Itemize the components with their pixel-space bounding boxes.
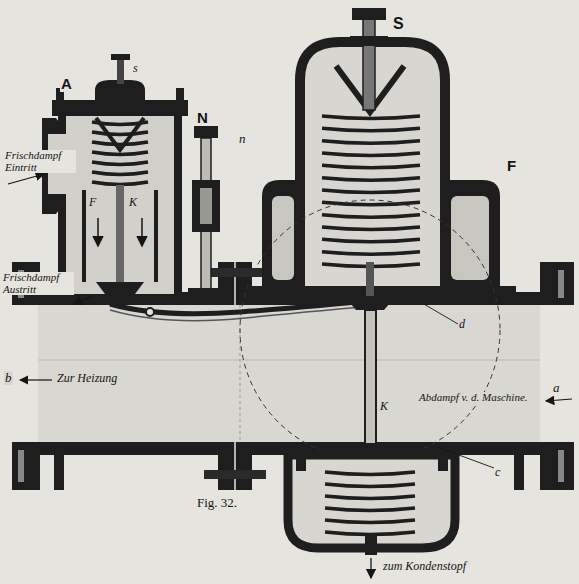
exhaust-valve-upper (246, 8, 516, 310)
callout-letter: n (238, 132, 247, 146)
callout-letter: A (60, 76, 73, 92)
spring-coil (322, 128, 420, 131)
spring-coil (322, 116, 420, 119)
flow-arrow (20, 379, 52, 380)
callout-letter: c (494, 466, 501, 479)
spring-coil (325, 472, 415, 475)
figure-caption: Fig. 32. (196, 496, 238, 510)
spring-coil (92, 182, 148, 185)
flow-arrow (8, 174, 44, 184)
spring-coil (322, 252, 420, 255)
valve-rod (365, 310, 376, 444)
spring-coil (325, 496, 415, 499)
spring-coil (322, 165, 420, 168)
spring-coil (322, 227, 420, 230)
spring-coil (325, 484, 415, 487)
part-label: Frischdampf Eintritt (4, 150, 76, 173)
callout-letter: F (88, 196, 97, 209)
spring-coil (322, 239, 420, 242)
spring-coil (322, 190, 420, 193)
leader-line (422, 303, 458, 324)
adjusting-rod (188, 126, 224, 298)
spring-coil (322, 215, 420, 218)
exhaust-valve-lower (288, 444, 455, 578)
callout-letter: d (458, 318, 466, 331)
flow-arrow (546, 399, 572, 401)
spring-coil (92, 132, 148, 135)
callout-letter: K (379, 400, 389, 413)
callout-letter: b (4, 371, 13, 385)
spring-coil (322, 178, 420, 181)
leader-line (440, 448, 494, 468)
callout-letter: S (392, 16, 405, 33)
callout-letter: F (506, 158, 517, 174)
spring-coil (92, 142, 148, 145)
spring-coil (92, 162, 148, 165)
part-label: Zur Heizung (56, 372, 118, 385)
callout-letter: K (128, 196, 138, 209)
callout-letter: s (132, 62, 139, 75)
spring-coil (322, 153, 420, 156)
spring-coil (325, 508, 415, 511)
dashed-circle (240, 200, 500, 460)
part-label: zum Kondenstopf (382, 560, 467, 573)
spring-coil (325, 532, 415, 535)
callout-letter: a (552, 381, 561, 395)
callout-letter: N (196, 110, 209, 126)
spring-coil (92, 172, 148, 175)
live-steam-valve (42, 54, 188, 304)
spring-coil (325, 520, 415, 523)
part-label: Frischdampf Austritt (2, 272, 74, 295)
part-label: Abdampf v. d. Maschine. (418, 392, 529, 404)
spring-coil (322, 141, 420, 144)
